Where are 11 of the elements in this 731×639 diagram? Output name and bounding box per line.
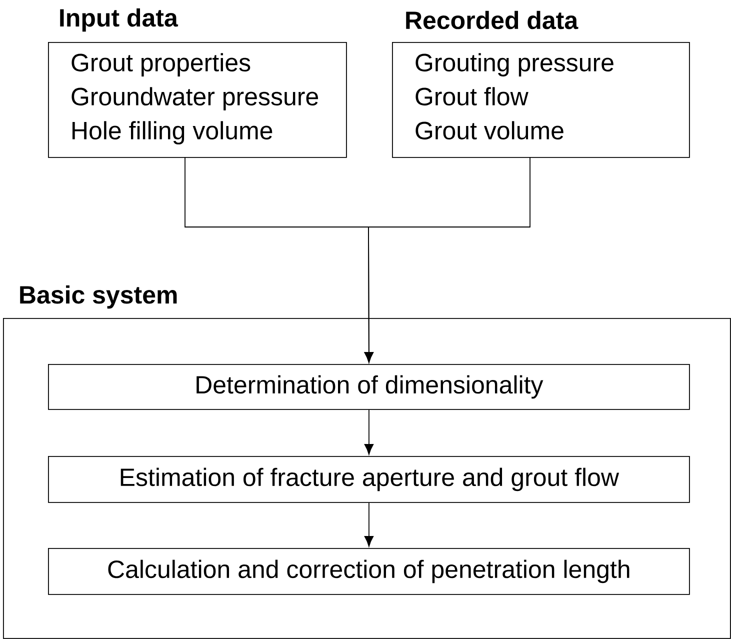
process-box: Estimation of fracture aperture and grout flow (48, 456, 690, 503)
input-box: Grouting pressure Grout flow Grout volume (392, 42, 690, 158)
group-heading: Input data (60, 8, 178, 32)
input-box: Grout properties Groundwater pressure Hole filling volume (48, 42, 347, 158)
group-heading: Recorded data (406, 10, 578, 30)
arrow (364, 409, 374, 455)
arrow (364, 156, 530, 363)
group-heading: Basic system (20, 285, 177, 309)
process-box: Calculation and correction of penetration length (48, 548, 690, 595)
arrow (364, 502, 374, 547)
process-box: Determination of dimensionality (48, 364, 690, 410)
